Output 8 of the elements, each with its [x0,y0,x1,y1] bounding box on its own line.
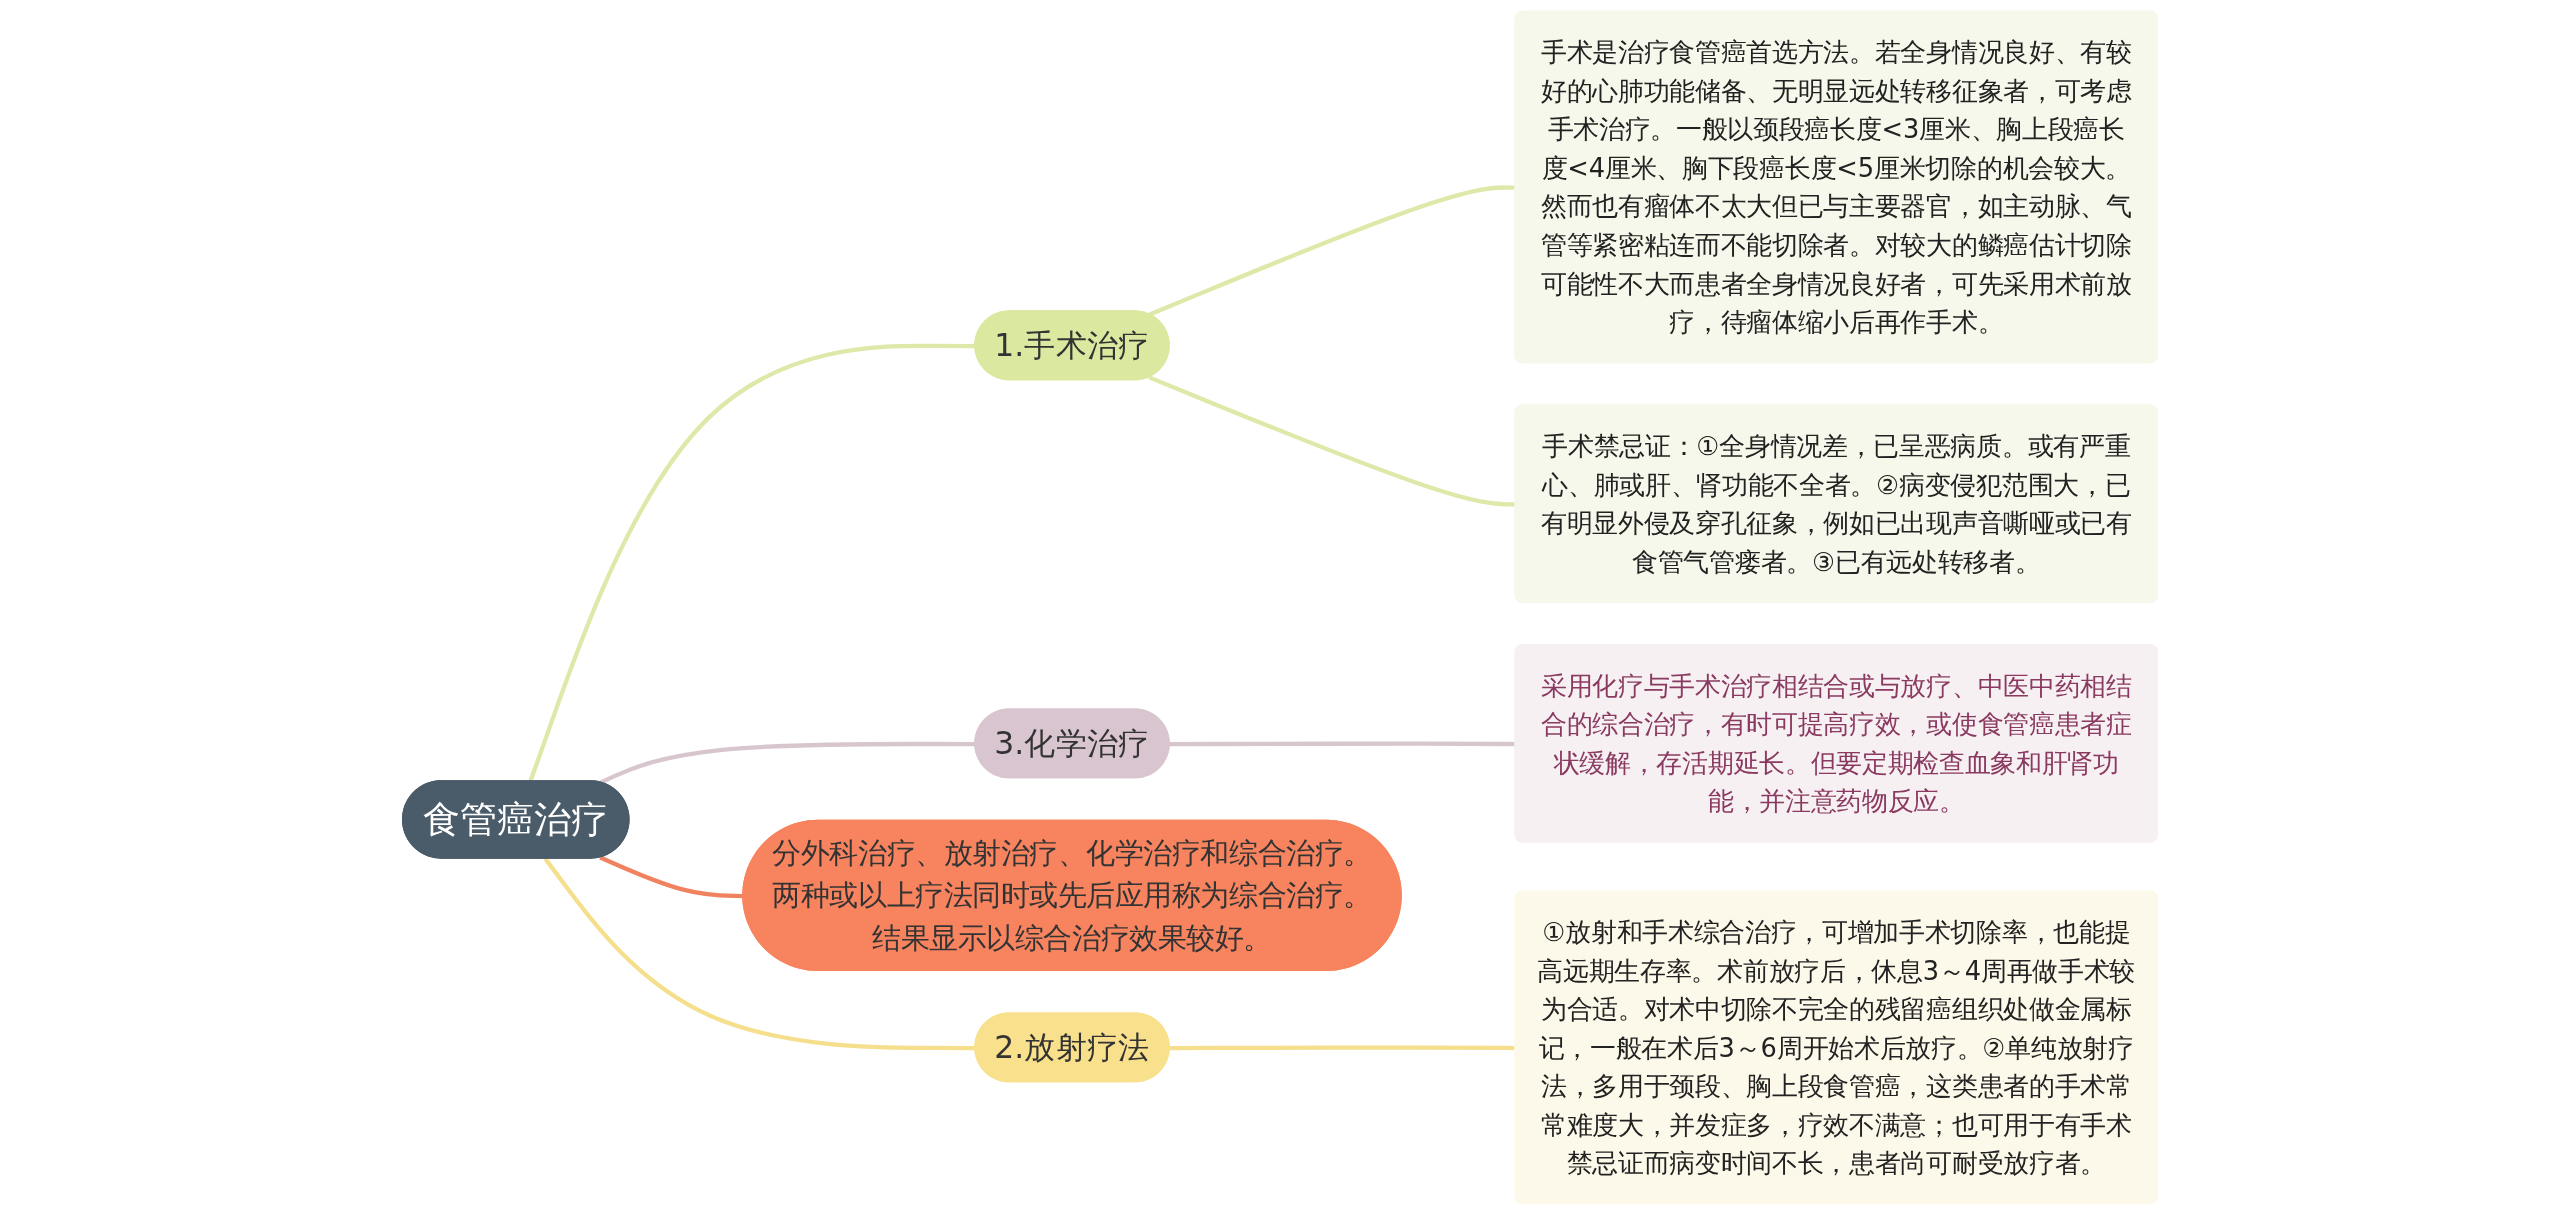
connector [1169,1045,1516,1051]
connector [528,343,976,783]
connector [1169,741,1516,747]
connector [1148,185,1516,317]
connector [1148,375,1516,507]
connector [599,741,976,785]
connector [599,855,744,899]
connector [543,857,976,1051]
